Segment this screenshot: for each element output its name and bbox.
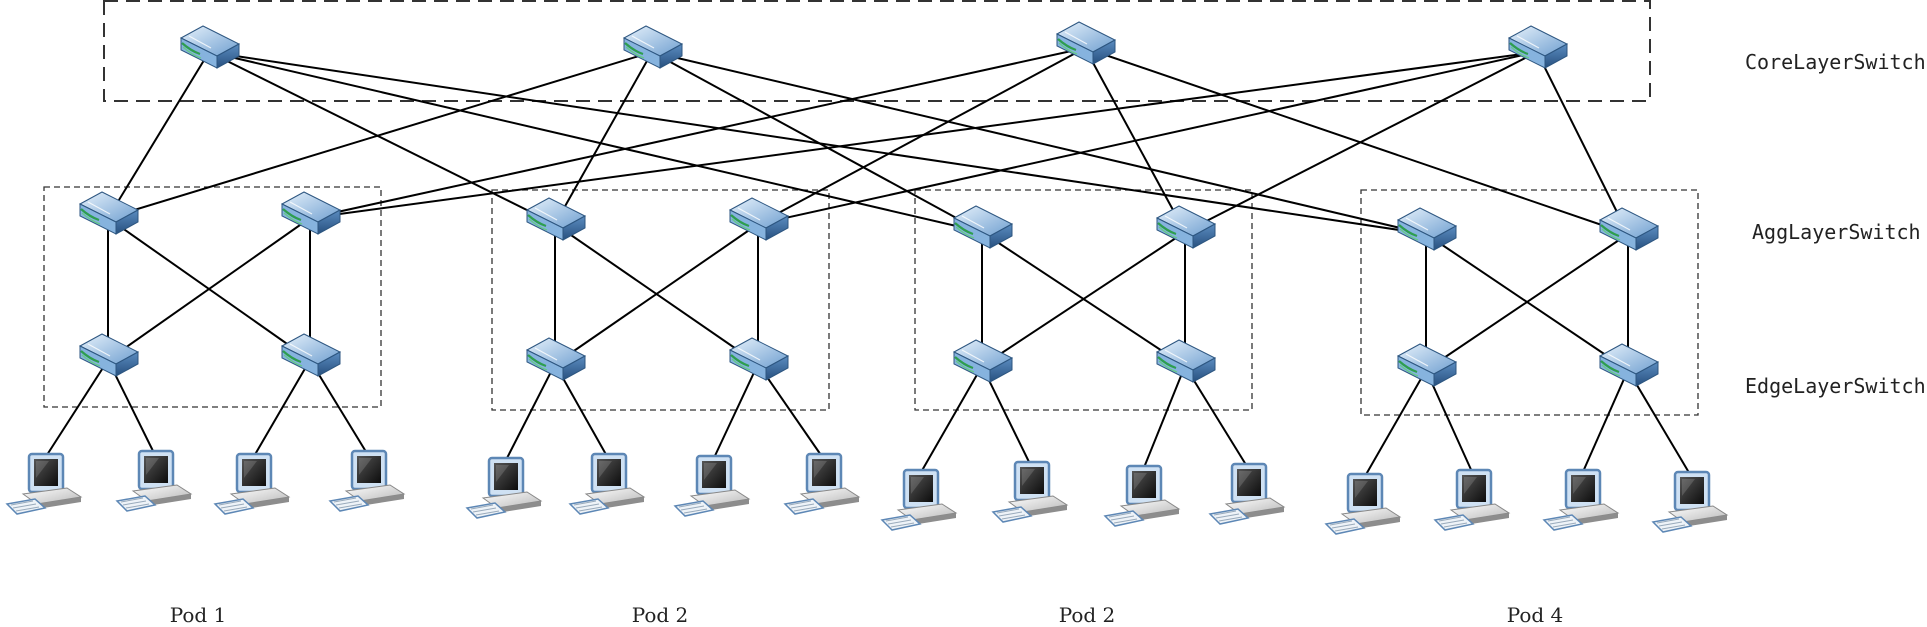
edge-host-link <box>504 363 556 463</box>
edge-host-link <box>1184 365 1249 469</box>
pod-label: Pod 2 <box>631 603 689 627</box>
agg-layer-label: AggLayerSwitch <box>1752 220 1921 244</box>
edge-switch-icon <box>78 332 140 378</box>
core-switch-icon <box>622 24 684 70</box>
core-agg-link <box>651 51 983 233</box>
edge-host-link <box>309 359 369 456</box>
host-computer-icon <box>1208 462 1286 526</box>
edge-switch-icon <box>1396 342 1458 388</box>
edge-host-link <box>981 365 1032 467</box>
host-computer-icon <box>115 449 193 513</box>
host-computer-icon <box>5 452 83 516</box>
host-computer-icon <box>783 452 861 516</box>
agg-edge-link <box>1425 233 1629 371</box>
core-agg-link <box>309 47 1086 219</box>
host-computer-icon <box>213 452 291 516</box>
edge-switch-icon <box>952 338 1014 384</box>
edge-host-link <box>919 365 983 475</box>
agg-switch-icon <box>525 196 587 242</box>
agg-switch-icon <box>1155 204 1217 250</box>
edge-host-link <box>44 359 109 459</box>
edge-host-link <box>1581 369 1629 475</box>
agg-switch-icon <box>728 196 790 242</box>
host-computer-icon <box>1433 468 1511 532</box>
core-agg-link <box>208 51 556 225</box>
agg-edge-link <box>981 231 1186 367</box>
core-agg-link <box>107 51 653 219</box>
agg-switch-icon <box>1396 206 1458 252</box>
edge-switch-icon <box>280 332 342 378</box>
pod-label: Pod 4 <box>1506 603 1564 627</box>
host-computer-icon <box>465 456 543 520</box>
edge-layer-label: EdgeLayerSwitch <box>1745 374 1926 398</box>
pod-group-3 <box>914 189 1253 411</box>
edge-host-link <box>1425 369 1474 475</box>
core-agg-link <box>1084 47 1629 235</box>
pod-label: Pod 2 <box>1058 603 1116 627</box>
agg-edge-link <box>107 217 311 361</box>
edge-switch-icon <box>1155 338 1217 384</box>
host-computer-icon <box>673 454 751 518</box>
core-agg-link <box>309 51 1538 219</box>
pod-group-4 <box>1360 189 1699 416</box>
core-agg-link <box>107 51 210 219</box>
edge-switch-icon <box>525 336 587 382</box>
core-layer-group <box>103 0 1651 102</box>
host-computer-icon <box>1324 472 1402 536</box>
edge-host-link <box>1627 369 1692 477</box>
pod-label: Pod 1 <box>169 603 227 627</box>
host-computer-icon <box>880 468 958 532</box>
edge-host-link <box>757 363 824 459</box>
host-computer-icon <box>991 460 1069 524</box>
agg-switch-icon <box>280 190 342 236</box>
agg-switch-icon <box>1598 206 1660 252</box>
agg-edge-link <box>554 223 759 365</box>
host-computer-icon <box>1103 464 1181 528</box>
edge-host-link <box>1142 365 1186 471</box>
host-computer-icon <box>328 449 406 513</box>
host-computer-icon <box>568 452 646 516</box>
edge-host-link <box>252 359 311 459</box>
core-layer-label: CoreLayerSwitch <box>1745 50 1926 74</box>
edge-switch-icon <box>1598 342 1660 388</box>
core-agg-link <box>554 51 653 225</box>
host-computer-icon <box>1542 468 1620 532</box>
core-agg-link <box>651 51 1427 235</box>
edge-switch-icon <box>728 336 790 382</box>
edge-host-link <box>712 363 759 461</box>
pod-group-2 <box>491 189 830 411</box>
core-agg-link <box>1184 51 1538 233</box>
agg-switch-icon <box>952 204 1014 250</box>
edge-host-link <box>1363 369 1427 479</box>
pod-group-1 <box>43 186 382 408</box>
host-computer-icon <box>1651 470 1729 534</box>
core-agg-link <box>757 51 1538 225</box>
agg-switch-icon <box>78 190 140 236</box>
core-agg-link <box>1536 51 1629 235</box>
